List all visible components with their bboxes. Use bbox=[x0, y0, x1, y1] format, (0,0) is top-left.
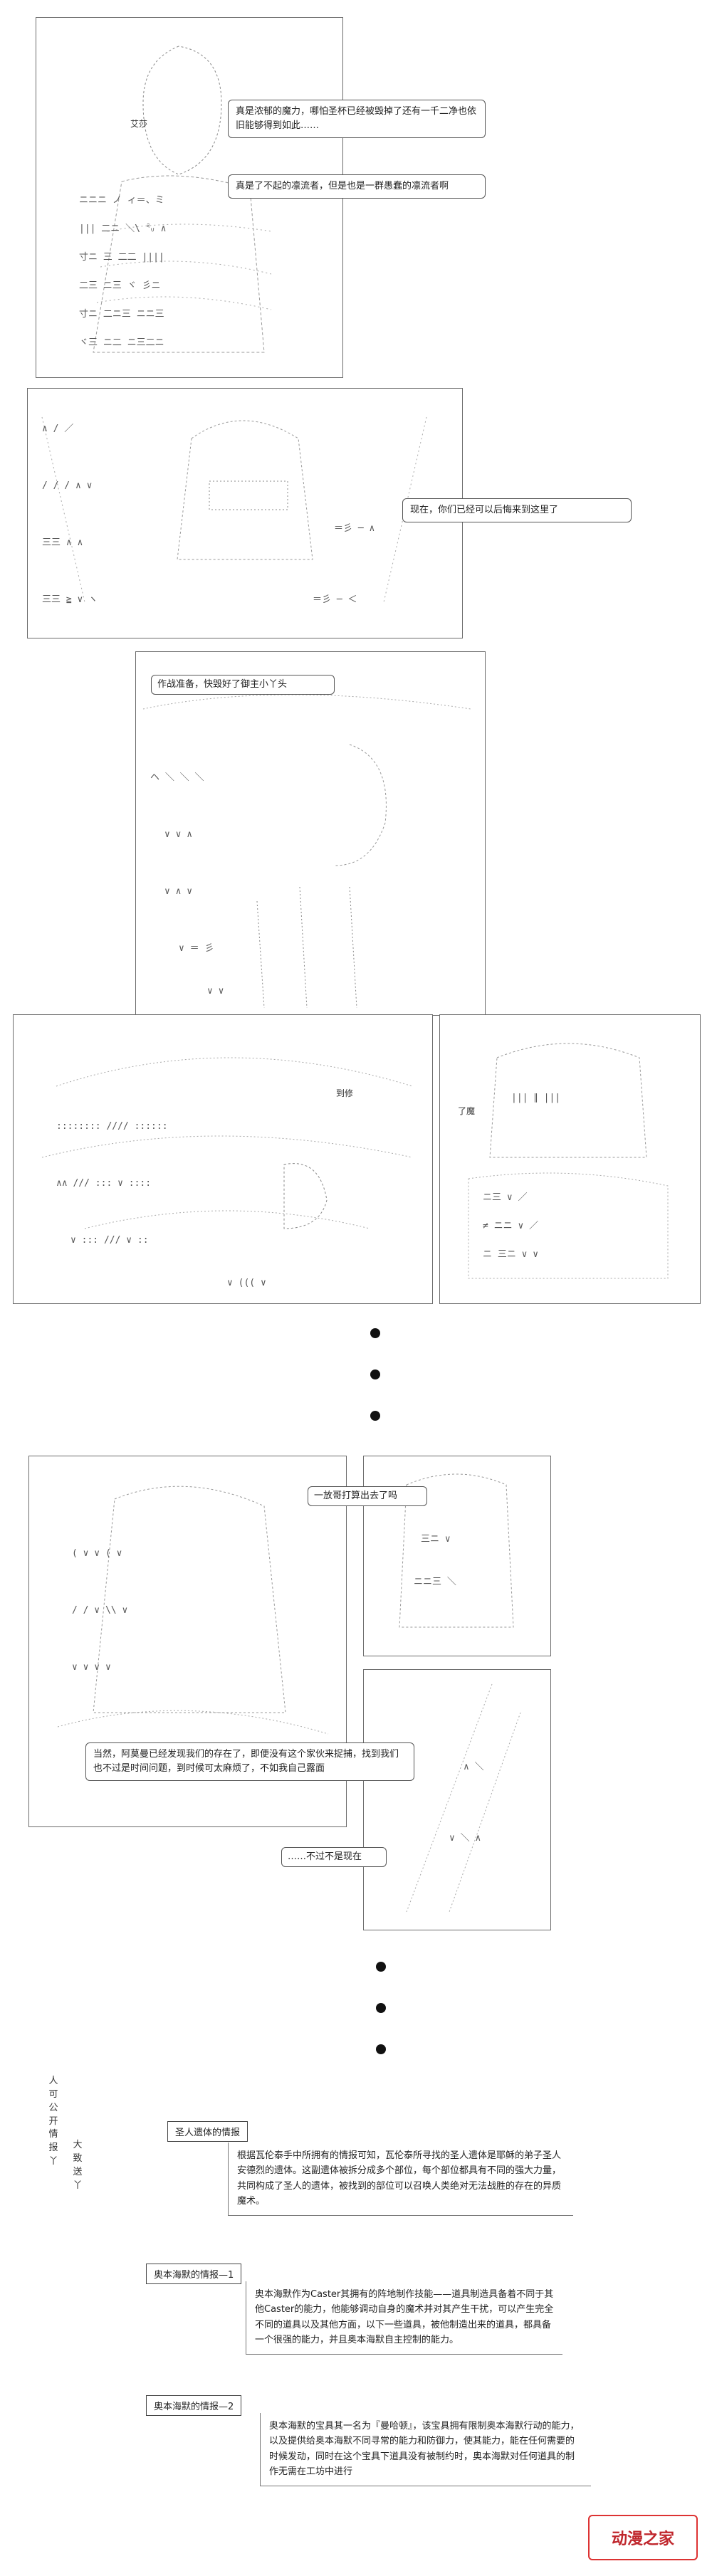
speech-label-4: 到修 bbox=[334, 1086, 356, 1100]
info-heading-relic: 圣人遗体的情报 bbox=[167, 2121, 248, 2142]
comic-panel-3: ヘ ＼ ＼ ＼ ∨ ∨ ∧ ∨ ∧ ∨ ∨ ＝ 彡 ∨ ∨ bbox=[135, 651, 486, 1016]
public-info-title: 人可公开情报丫 bbox=[48, 2076, 58, 2167]
svg-text:∨ ::: /// ∨ ::: ∨ ::: /// ∨ :: bbox=[70, 1235, 149, 1246]
scene-break-dot bbox=[376, 2044, 386, 2054]
svg-text:ニニニ ノ ィ＝、ミ: ニニニ ノ ィ＝、ミ bbox=[79, 195, 164, 206]
svg-text:/ / ∨ \\ ∨: / / ∨ \\ ∨ bbox=[72, 1605, 127, 1616]
comic-panel-5: ||| ∥ ||| ニ三 ∨ ／ ≠ ニニ ∨ ／ ニ 三ニ ∨ ∨ 了魔 bbox=[439, 1014, 701, 1304]
svg-text:||| 二ニ ＼\ ㍉ ∧: ||| 二ニ ＼\ ㍉ ∧ bbox=[79, 224, 166, 234]
svg-text:∨ ∨: ∨ ∨ bbox=[207, 986, 224, 997]
speech-bubble-2: 现在，你们已经可以后悔来到这里了 bbox=[402, 498, 632, 523]
svg-text:∧∧ /// ::: ∨ ::::: ∧∧ /// ::: ∨ :::: bbox=[56, 1178, 151, 1189]
svg-text:( ∨ ∨ ( ∨: ( ∨ ∨ ( ∨ bbox=[72, 1548, 122, 1559]
ascii-art-figure-2: ∧ / ／ / / / ∧ ∨ 三三 ∧ ∧ 三三 ≧ ∨ ヽ ＝彡 ─ ∧ ＝… bbox=[41, 416, 427, 605]
site-watermark-logo: 动漫之家 bbox=[588, 2515, 698, 2560]
speech-bubble-7: 当然，阿莫曼已经发现我们的存在了，即便没有这个家伙来捉捕，找到我们也不过是时间问… bbox=[85, 1742, 414, 1782]
ascii-art-figure-3: ヘ ＼ ＼ ＼ ∨ ∨ ∧ ∨ ∧ ∨ ∨ ＝ 彡 ∨ ∨ bbox=[142, 694, 471, 1009]
svg-text::::::::: //// ::::::: :::::::: //// :::::: bbox=[56, 1121, 168, 1132]
svg-text:ヘ ＼ ＼ ＼: ヘ ＼ ＼ ＼ bbox=[150, 772, 204, 783]
comic-panel-4: :::::::: //// :::::: ∧∧ /// ::: ∨ :::: ∨… bbox=[13, 1014, 433, 1304]
svg-text:∨ ∨ ∧: ∨ ∨ ∧ bbox=[164, 829, 192, 840]
speech-bubble-8: ……不过不是现在 bbox=[281, 1847, 387, 1868]
svg-text:ニニ三 ＼: ニニ三 ＼ bbox=[414, 1577, 456, 1587]
scene-break-dot bbox=[370, 1370, 380, 1379]
ascii-art-figure-5: ||| ∥ ||| ニ三 ∨ ／ ≠ ニニ ∨ ／ ニ 三ニ ∨ ∨ bbox=[468, 1043, 669, 1279]
speech-bubble-1b: 真是了不起的凛流者，但是也是一群愚蠢的凛流者啊 bbox=[228, 174, 486, 199]
svg-text:寸ニ 三 二二 ||||: 寸ニ 三 二二 |||| bbox=[79, 252, 164, 263]
public-info-subtitle: 大致送丫 bbox=[73, 2140, 83, 2191]
info-heading-oppenheimer-2: 奥本海默的情报—2 bbox=[146, 2395, 242, 2416]
info-body-oppenheimer-1: 奥本海默作为Caster其拥有的阵地制作技能——道具制造具备着不同于其他Cast… bbox=[246, 2281, 562, 2355]
ascii-art-figure-8: ∧ ＼ ∨ ＼ ∧ bbox=[406, 1683, 521, 1913]
info-body-relic: 根据瓦伦泰手中所拥有的情报可知，瓦伦泰所寻找的圣人遗体是耶稣的弟子圣人安德烈的遗… bbox=[228, 2143, 573, 2216]
svg-text:∨ ＼ ∧: ∨ ＼ ∧ bbox=[449, 1833, 481, 1844]
svg-text:∧ ＼: ∧ ＼ bbox=[464, 1762, 484, 1772]
speech-bubble-6: 一放哥打算出去了吗 bbox=[308, 1486, 427, 1507]
svg-text:＝彡 ─ ∧: ＝彡 ─ ∧ bbox=[334, 523, 375, 534]
info-heading-oppenheimer-1: 奥本海默的情报—1 bbox=[146, 2264, 242, 2284]
svg-text:∨ ((( ∨: ∨ ((( ∨ bbox=[227, 1278, 266, 1288]
character-name-tag: 艾莎 bbox=[130, 119, 148, 129]
svg-text:三三 ∧ ∧: 三三 ∧ ∧ bbox=[42, 537, 83, 548]
ascii-art-figure-7: 三ニ ∨ ニニ三 ＼ bbox=[399, 1473, 514, 1628]
svg-text:二三 ニ三 ヾ 彡ニ: 二三 ニ三 ヾ 彡ニ bbox=[79, 280, 160, 291]
ascii-art-figure-6: ( ∨ ∨ ( ∨ / / ∨ \\ ∨ ∨ ∨ ∨ ∨ bbox=[57, 1486, 329, 1735]
speech-bubble-3: 作战准备，快毁好了御主小丫头 bbox=[151, 675, 335, 695]
svg-text:∨ ＝ 彡: ∨ ＝ 彡 bbox=[179, 943, 214, 954]
scene-break-dot bbox=[376, 2003, 386, 2013]
info-body-oppenheimer-2: 奥本海默的宝具其一名为『曼哈顿』，该宝具拥有限制奥本海默行动的能力，以及提供给奥… bbox=[260, 2413, 591, 2486]
svg-text:三ニ ∨: 三ニ ∨ bbox=[421, 1534, 451, 1545]
svg-text:||| ∥ |||: ||| ∥ ||| bbox=[511, 1093, 560, 1103]
comic-panel-8: ∧ ＼ ∨ ＼ ∧ bbox=[363, 1669, 551, 1930]
svg-text:≠ ニニ ∨ ／: ≠ ニニ ∨ ／ bbox=[483, 1221, 538, 1231]
scene-break-dot bbox=[370, 1328, 380, 1338]
svg-text:ニ 三ニ ∨ ∨: ニ 三ニ ∨ ∨ bbox=[483, 1249, 538, 1260]
comic-panel-2: ∧ / ／ / / / ∧ ∨ 三三 ∧ ∧ 三三 ≧ ∨ ヽ ＝彡 ─ ∧ ＝… bbox=[27, 388, 463, 638]
svg-text:∨ ∧ ∨: ∨ ∧ ∨ bbox=[164, 886, 192, 897]
speech-label-5: 了魔 bbox=[456, 1104, 478, 1118]
scene-break-dot bbox=[376, 1962, 386, 1972]
svg-text:三三 ≧ ∨ ヽ: 三三 ≧ ∨ ヽ bbox=[42, 594, 98, 605]
svg-text:ヾ三 ニ二 ニ三二ニ: ヾ三 ニ二 ニ三二ニ bbox=[79, 337, 164, 348]
ascii-art-figure-4: :::::::: //// :::::: ∧∧ /// ::: ∨ :::: ∨… bbox=[41, 1057, 413, 1288]
svg-text:/ / / ∧ ∨: / / / ∧ ∨ bbox=[42, 480, 92, 491]
svg-text:寸ニ 二ニ三 ニニ三: 寸ニ 二ニ三 ニニ三 bbox=[79, 309, 164, 320]
scene-break-dot bbox=[370, 1411, 380, 1421]
svg-text:＝彡 ─ ＜: ＝彡 ─ ＜ bbox=[313, 594, 357, 605]
svg-text:∨ ∨ ∨ ∨: ∨ ∨ ∨ ∨ bbox=[72, 1662, 111, 1673]
svg-text:∧ / ／: ∧ / ／ bbox=[42, 424, 73, 434]
speech-bubble-1a: 真是浓郁的魔力，哪怕圣杯已经被毁掉了还有一千二净也依旧能够得到如此…… bbox=[228, 100, 486, 139]
svg-text:ニ三 ∨ ／: ニ三 ∨ ／ bbox=[483, 1192, 527, 1203]
